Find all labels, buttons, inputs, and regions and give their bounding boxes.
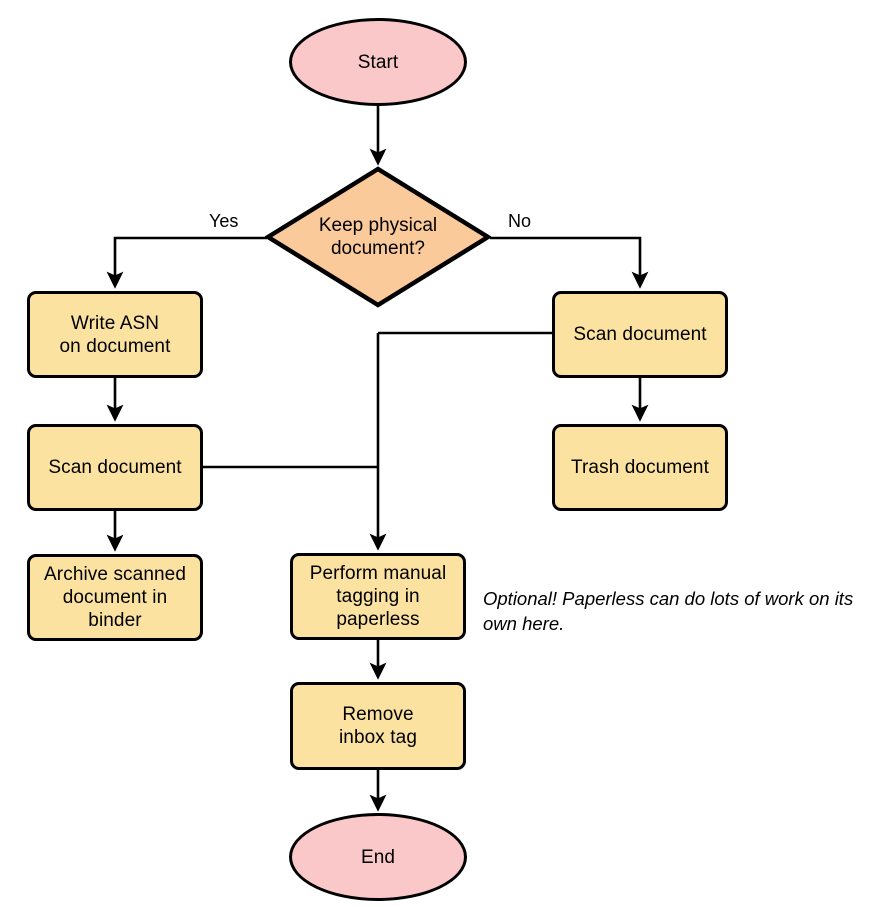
node-keep-physical-document[interactable]: Keep physical document? [265,166,491,308]
node-archive-scanned-document[interactable]: Archive scanned document in binder [27,554,203,641]
node-perform-manual-tagging[interactable]: Perform manual tagging in paperless [290,553,466,640]
node-start[interactable]: Start [289,18,467,106]
diamond-shape [265,166,491,308]
note-optional-paperless: Optional! Paperless can do lots of work … [483,588,854,634]
edge-label-no: No [508,211,532,231]
node-perform-manual-tagging-label: Perform manual tagging in paperless [309,563,447,630]
edge-no-to-scan-right [490,236,649,289]
node-write-asn-label: Write ASN on document [59,312,171,357]
node-scan-document-left-label: Scan document [48,457,182,478]
node-end[interactable]: End [289,813,467,901]
node-remove-inbox-tag-label: Remove inbox tag [338,704,417,748]
node-remove-inbox-tag[interactable]: Remove inbox tag [290,682,466,770]
node-scan-document-left[interactable]: Scan document [27,424,203,511]
node-archive-scanned-document-label: Archive scanned document in binder [44,564,186,631]
node-start-label: Start [357,51,399,73]
edge-label-yes: Yes [209,211,239,231]
node-scan-document-right[interactable]: Scan document [552,291,728,378]
node-end-label: End [360,846,396,868]
node-scan-document-right-label: Scan document [573,324,707,345]
node-trash-document[interactable]: Trash document [552,424,728,511]
node-write-asn[interactable]: Write ASN on document [27,291,203,378]
edge-yes-to-write-asn [106,236,267,289]
node-trash-document-label: Trash document [571,457,709,478]
